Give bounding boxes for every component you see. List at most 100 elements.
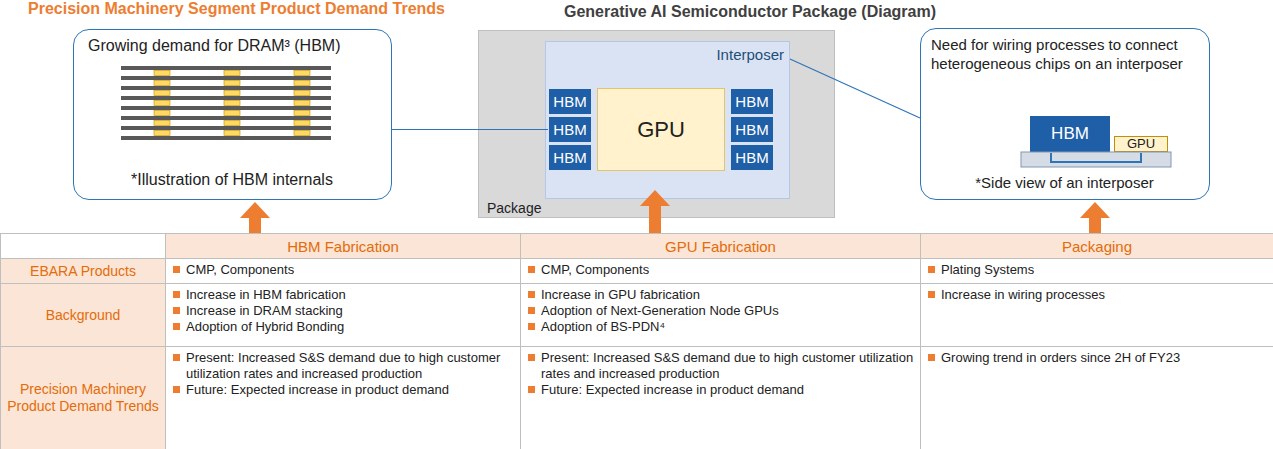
bullet-item: Present: Increased S&S demand due to hig… [172,350,514,382]
table-header-cell: Packaging [920,233,1273,259]
table-cell: Present: Increased S&S demand due to hig… [165,346,521,449]
table-heading: Background [46,307,121,324]
bullet-item: Future: Expected increase in product dem… [527,382,914,398]
bullet-item: Adoption of BS-PDN⁴ [527,319,914,335]
bullet-marker [528,354,535,361]
bullet-marker [928,354,935,361]
bullet-item: Increase in GPU fabrication [527,287,914,303]
bullet-item: Increase in wiring processes [927,287,1267,303]
table-header-cell: GPU Fabrication [520,233,921,259]
table-heading: GPU Fabrication [665,238,776,255]
tsv-bump [154,111,170,116]
callout-box: Growing demand for DRAM³ (HBM) *Illustrat… [73,29,392,200]
tsv-bump [224,71,240,76]
table-text: Increase in HBM fabrication [186,287,346,302]
table-heading: Precision Machinery Product Demand Trend… [7,381,159,415]
table-header-cell: Precision Machinery Product Demand Trend… [0,346,166,449]
table-heading: EBARA Products [30,263,136,280]
tsv-bump [154,121,170,126]
dram-layer [121,126,331,130]
chip-label: GPU [637,118,685,141]
chip-label: HBM [1051,125,1089,143]
hbm-chip: HBM [548,144,592,171]
dram-layer [121,136,331,140]
hbm-chip: HBM [548,116,592,143]
table-text: Future: Expected increase in product dem… [186,382,449,397]
tsv-bump [294,81,310,86]
up-arrow [1080,202,1110,233]
bullet-item: Increase in DRAM stacking [172,303,514,319]
bullet-item: Adoption of Next-Generation Node GPUs [527,303,914,319]
dram-layer [121,106,331,110]
table-text: Adoption of Hybrid Bonding [186,319,344,334]
interposer-box: HBM HBM HBM GPU HBM HBM HBM Interposer [545,41,790,199]
bullet-item: CMP, Components [527,262,914,278]
bullet-marker [173,307,180,314]
up-arrow [240,202,270,233]
table-cell: Growing trend in orders since 2H of FY23 [920,346,1273,449]
tsv-bump [294,101,310,106]
bullet-marker [173,386,180,393]
bullet-item: Increase in HBM fabrication [172,287,514,303]
tsv-bump [294,91,310,96]
table-text: Plating Systems [941,262,1034,277]
bullet-marker [173,354,180,361]
table-heading: Packaging [1062,238,1132,255]
node-text: Growing demand for DRAM³ (HBM) [88,36,383,56]
connector-line [790,59,920,118]
tsv-bump [154,91,170,96]
chip-label: HBM [735,122,768,138]
chip-label: HBM [553,150,586,166]
table-cell: Increase in GPU fabricationAdoption of N… [520,283,921,347]
table-text: Present: Increased S&S demand due to hig… [186,350,500,381]
hbm-chip: HBM [1030,116,1110,152]
interposer-layer [1021,152,1171,167]
node-text: Package [487,199,547,217]
bullet-item: Plating Systems [927,262,1267,278]
table-header-cell: Background [0,283,166,347]
table-text: CMP, Components [541,262,649,277]
tsv-bump [224,111,240,116]
table-header-cell: EBARA Products [0,258,166,284]
table-cell: CMP, Components [165,258,521,284]
bullet-marker [928,266,935,273]
table-cell: Plating Systems [920,258,1273,284]
tsv-bump [294,131,310,136]
node-text: Interposer [686,45,784,64]
node-text: *Illustration of HBM internals [74,170,390,190]
page-title: Precision Machinery Segment Product Dema… [28,0,478,18]
bullet-marker [528,323,535,330]
gpu-chip: GPU [597,88,725,171]
tsv-bump [224,81,240,86]
dram-layer [121,66,331,70]
tsv-bump [154,81,170,86]
dram-layer [121,96,331,100]
table-header-cell: HBM Fabrication [165,233,521,259]
tsv-bump [294,121,310,126]
tsv-bump [224,101,240,106]
bullet-marker [528,291,535,298]
bullet-item: Present: Increased S&S demand due to hig… [527,350,914,382]
tsv-bump [224,131,240,136]
dram-layer [121,76,331,80]
tsv-bump [294,71,310,76]
table-text: Future: Expected increase in product dem… [541,382,804,397]
bullet-marker [173,291,180,298]
package-box: HBM HBM HBM GPU HBM HBM HBM InterposerPackage [478,30,835,218]
table-text: Increase in DRAM stacking [186,303,343,318]
hbm-chip: HBM [730,116,774,143]
table-text: Growing trend in orders since 2H of FY23 [941,350,1180,365]
tsv-bump [154,101,170,106]
table-text: Increase in wiring processes [941,287,1105,302]
bullet-marker [528,386,535,393]
tsv-bump [294,111,310,116]
chip-label: HBM [735,150,768,166]
table-cell: Increase in HBM fabricationIncrease in D… [165,283,521,347]
chip-label: HBM [735,94,768,110]
bullet-item: CMP, Components [172,262,514,278]
table-heading: HBM Fabrication [287,238,399,255]
dram-layer [121,116,331,120]
bullet-marker [928,291,935,298]
chip-label: HBM [553,94,586,110]
interposer-side-view [921,29,1208,198]
